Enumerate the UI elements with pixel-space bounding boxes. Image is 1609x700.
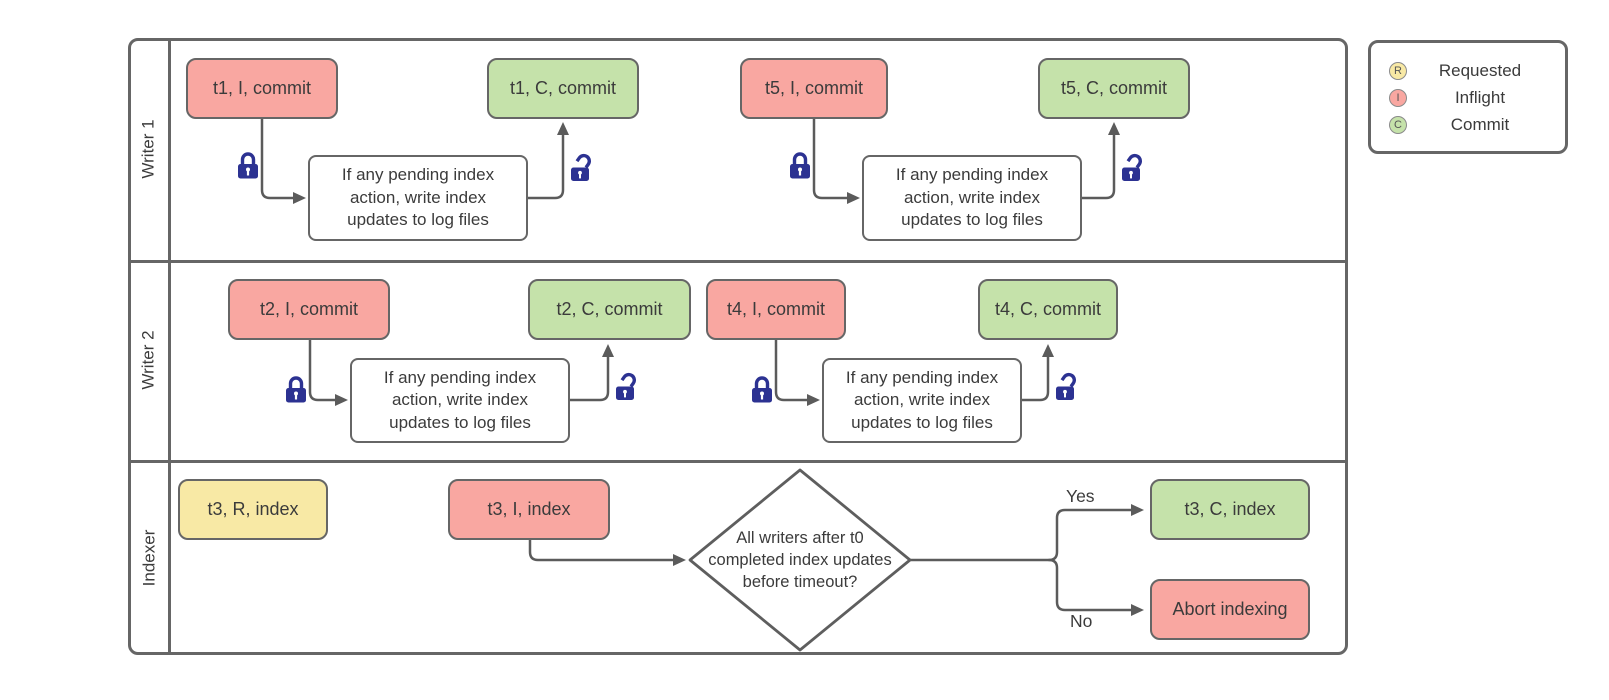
edge-label-yes: Yes bbox=[1066, 486, 1095, 506]
node-t4-inflight: t4, I, commit bbox=[706, 279, 846, 340]
lane-label-divider bbox=[168, 40, 171, 653]
lock-closed-icon bbox=[286, 376, 306, 403]
node-t3-requested: t3, R, index bbox=[178, 479, 328, 540]
edge-label-no: No bbox=[1070, 611, 1093, 631]
commit-badge-icon: C bbox=[1389, 115, 1407, 134]
lane-label-writer-2: Writer 2 bbox=[139, 330, 159, 390]
node-t1-inflight: t1, I, commit bbox=[186, 58, 338, 119]
connector-t4-inflight-to-process bbox=[774, 338, 820, 406]
node-t2-commit: t2, C, commit bbox=[528, 279, 691, 340]
legend-label: Inflight bbox=[1454, 87, 1506, 107]
connector-decision-no bbox=[1047, 558, 1144, 616]
decision-diamond-text: All writers after t0 completed index upd… bbox=[708, 529, 892, 592]
lock-closed-icon bbox=[790, 152, 810, 179]
lock-open-icon bbox=[1122, 153, 1142, 181]
node-t1-commit: t1, C, commit bbox=[487, 58, 639, 119]
node-process-t5: If any pending index action, write index… bbox=[862, 155, 1082, 241]
requested-badge-icon: R bbox=[1389, 61, 1407, 80]
decision-diamond-shape bbox=[688, 468, 912, 652]
lane-label-writer-1: Writer 1 bbox=[139, 119, 159, 179]
node-t2-inflight: t2, I, commit bbox=[228, 279, 390, 340]
connector-t2-inflight-to-process bbox=[308, 338, 348, 406]
lock-open-icon bbox=[571, 153, 591, 181]
legend-label: Requested bbox=[1438, 60, 1522, 80]
node-abort-indexing: Abort indexing bbox=[1150, 579, 1310, 640]
legend-label: Commit bbox=[1450, 114, 1510, 134]
lock-closed-icon bbox=[238, 152, 258, 179]
legend-item-requested: R Requested bbox=[1389, 57, 1553, 84]
connector-t1-inflight-to-process bbox=[260, 117, 306, 204]
lock-open-icon bbox=[1056, 372, 1076, 400]
legend-item-commit: C Commit bbox=[1389, 111, 1553, 138]
node-process-t4: If any pending index action, write index… bbox=[822, 358, 1022, 443]
node-process-t2: If any pending index action, write index… bbox=[350, 358, 570, 443]
node-t5-inflight: t5, I, commit bbox=[740, 58, 888, 119]
lane-label-indexer: Indexer bbox=[139, 529, 159, 586]
node-t3-commit: t3, C, index bbox=[1150, 479, 1310, 540]
inflight-badge-icon: I bbox=[1389, 88, 1407, 107]
node-t3-inflight: t3, I, index bbox=[448, 479, 610, 540]
node-t5-commit: t5, C, commit bbox=[1038, 58, 1190, 119]
swimlane-container bbox=[128, 38, 1348, 655]
connector-process-to-t2-commit bbox=[568, 344, 614, 402]
node-t4-commit: t4, C, commit bbox=[978, 279, 1118, 340]
connector-process-to-t4-commit bbox=[1020, 344, 1054, 402]
connector-t3-inflight-to-decision bbox=[528, 538, 686, 566]
lock-closed-icon bbox=[752, 376, 772, 403]
connector-t5-inflight-to-process bbox=[812, 117, 860, 204]
legend-item-inflight: I Inflight bbox=[1389, 84, 1553, 111]
legend: R Requested I Inflight C Commit bbox=[1368, 40, 1568, 154]
connector-process-to-t5-commit bbox=[1080, 122, 1120, 200]
connector-process-to-t1-commit bbox=[526, 122, 569, 200]
node-process-t1: If any pending index action, write index… bbox=[308, 155, 528, 241]
lane-separator-writer1-writer2 bbox=[129, 260, 1347, 263]
lock-open-icon bbox=[616, 372, 636, 400]
lane-separator-writer2-indexer bbox=[129, 460, 1347, 463]
